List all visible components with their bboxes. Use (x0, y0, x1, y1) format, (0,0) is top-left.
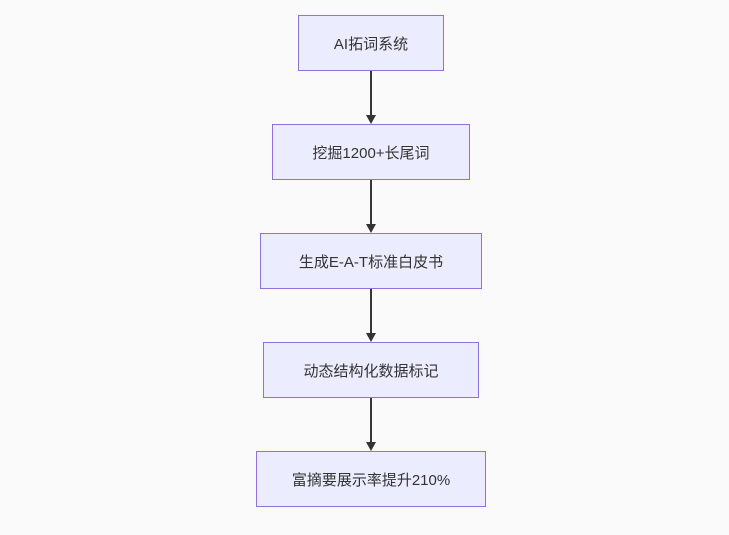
flow-edge-3 (366, 289, 376, 342)
arrow-down-icon (366, 115, 376, 124)
flowchart: AI拓词系统 挖掘1200+长尾词 生成E-A-T标准白皮书 动态结构化数据标记… (256, 15, 486, 507)
flow-edge-1 (366, 71, 376, 124)
arrow-down-icon (366, 442, 376, 451)
flow-node-structured-data-markup: 动态结构化数据标记 (263, 342, 479, 398)
flow-node-ai-word-expansion: AI拓词系统 (298, 15, 444, 71)
flow-node-rich-snippet-rate: 富摘要展示率提升210% (256, 451, 486, 507)
arrow-line (370, 289, 372, 333)
arrow-down-icon (366, 224, 376, 233)
arrow-line (370, 398, 372, 442)
flow-edge-4 (366, 398, 376, 451)
arrow-line (370, 180, 372, 224)
flow-edge-2 (366, 180, 376, 233)
arrow-line (370, 71, 372, 115)
flow-node-eat-whitepaper: 生成E-A-T标准白皮书 (260, 233, 482, 289)
flow-node-longtail-keywords: 挖掘1200+长尾词 (272, 124, 470, 180)
arrow-down-icon (366, 333, 376, 342)
